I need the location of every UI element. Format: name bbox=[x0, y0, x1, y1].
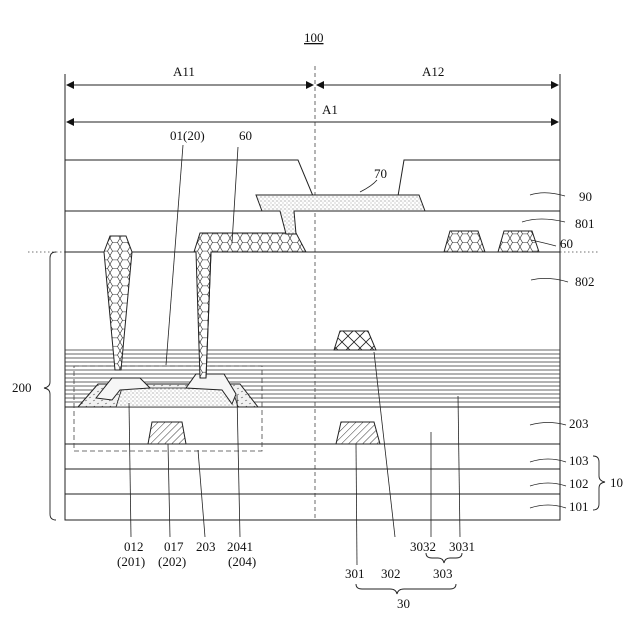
layer-90-top-outline bbox=[65, 160, 560, 196]
label-103: 103 bbox=[569, 453, 589, 468]
label-017: 017 bbox=[164, 539, 184, 554]
label-90: 90 bbox=[579, 189, 592, 204]
layer-70 bbox=[256, 195, 425, 234]
label-60-top: 60 bbox=[239, 128, 252, 143]
label-3031: 3031 bbox=[449, 539, 475, 554]
label-802: 802 bbox=[575, 274, 595, 289]
label-a1: A1 bbox=[322, 102, 338, 117]
figure-number: 100 bbox=[304, 30, 324, 45]
label-a11: A11 bbox=[173, 64, 195, 79]
channel-region bbox=[116, 388, 238, 407]
thin-film-transistor bbox=[74, 366, 262, 451]
bracket-10 bbox=[593, 456, 605, 510]
label-201: (201) bbox=[117, 554, 145, 569]
label-303: 303 bbox=[433, 566, 453, 581]
label-203-bottom: 203 bbox=[196, 539, 216, 554]
label-203-right: 203 bbox=[569, 416, 589, 431]
label-204: (204) bbox=[228, 554, 256, 569]
label-10: 10 bbox=[610, 475, 623, 490]
lower-electrode-301 bbox=[336, 422, 380, 444]
label-30: 30 bbox=[397, 596, 410, 611]
label-2041: 2041 bbox=[227, 539, 253, 554]
label-202: (202) bbox=[158, 554, 186, 569]
label-302: 302 bbox=[381, 566, 401, 581]
pad-60-a bbox=[444, 231, 485, 252]
label-a12: A12 bbox=[422, 64, 444, 79]
pad-60-b bbox=[498, 231, 539, 252]
layer-101 bbox=[65, 494, 560, 520]
label-200: 200 bbox=[12, 380, 32, 395]
label-012: 012 bbox=[124, 539, 144, 554]
label-101: 101 bbox=[569, 499, 589, 514]
bracket-30 bbox=[356, 584, 456, 594]
region-dimensions: A11 A12 A1 bbox=[65, 64, 560, 520]
label-301: 301 bbox=[345, 566, 365, 581]
conductive-pad-302 bbox=[334, 331, 376, 350]
label-70: 70 bbox=[374, 166, 387, 181]
label-102: 102 bbox=[569, 476, 589, 491]
label-01-20: 01(20) bbox=[170, 128, 205, 143]
label-3032: 3032 bbox=[410, 539, 436, 554]
bracket-303 bbox=[426, 553, 462, 563]
bracket-200 bbox=[44, 252, 56, 520]
label-801: 801 bbox=[575, 216, 595, 231]
label-60-right: 60 bbox=[560, 236, 573, 251]
gate-electrode-017 bbox=[148, 422, 186, 444]
